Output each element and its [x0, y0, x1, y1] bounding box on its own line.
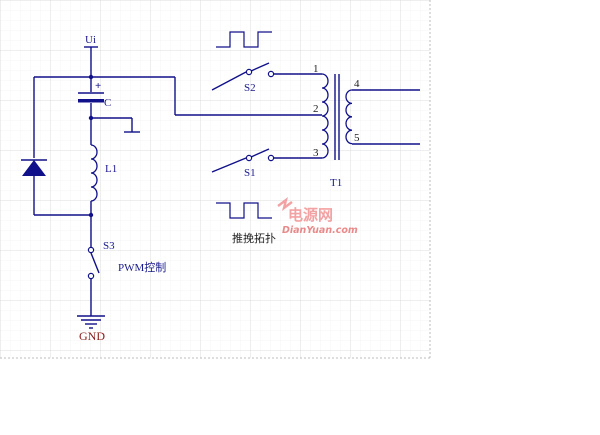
- push-pull-label: 推挽拓扑: [232, 231, 276, 245]
- transformer-label: T1: [330, 177, 342, 189]
- ground-symbol: [77, 315, 105, 329]
- switch-s1: [211, 148, 322, 173]
- transformer-secondary-coil: [345, 89, 420, 145]
- pin-2-label: 2: [313, 103, 319, 115]
- s1-drive-waveform: [216, 202, 272, 219]
- capacitor-polarity: +: [95, 80, 101, 92]
- switch-s3-label: S3: [103, 240, 115, 252]
- inductor-symbol: [88, 144, 98, 247]
- transformer-core: [334, 74, 340, 160]
- supply-label: Ui: [85, 34, 96, 46]
- pin-4-label: 4: [354, 78, 360, 90]
- switch-s1-label: S1: [244, 167, 256, 179]
- pin-1-label: 1: [313, 63, 319, 75]
- diode-symbol: [21, 77, 91, 216]
- watermark-latin: DianYuan.com: [282, 225, 358, 236]
- switch-s2: [211, 62, 322, 91]
- ground-label: GND: [79, 329, 105, 343]
- s2-drive-waveform: [216, 31, 272, 48]
- watermark-chinese: 电源网: [288, 206, 333, 224]
- pwm-control-label: PWM控制: [118, 260, 166, 274]
- transformer-primary-coil: [321, 73, 329, 159]
- pin-3-label: 3: [313, 147, 319, 159]
- pin-5-label: 5: [354, 132, 360, 144]
- inductor-label: L1: [105, 163, 117, 175]
- switch-s2-label: S2: [244, 82, 256, 94]
- watermark-logo: 电源网 DianYuan.com: [277, 197, 358, 236]
- supply-terminal: [84, 46, 98, 77]
- capacitor-label: C: [104, 97, 111, 109]
- capacitor-symbol: [78, 77, 140, 145]
- switch-s3: [87, 246, 100, 316]
- grid-background: [0, 0, 430, 358]
